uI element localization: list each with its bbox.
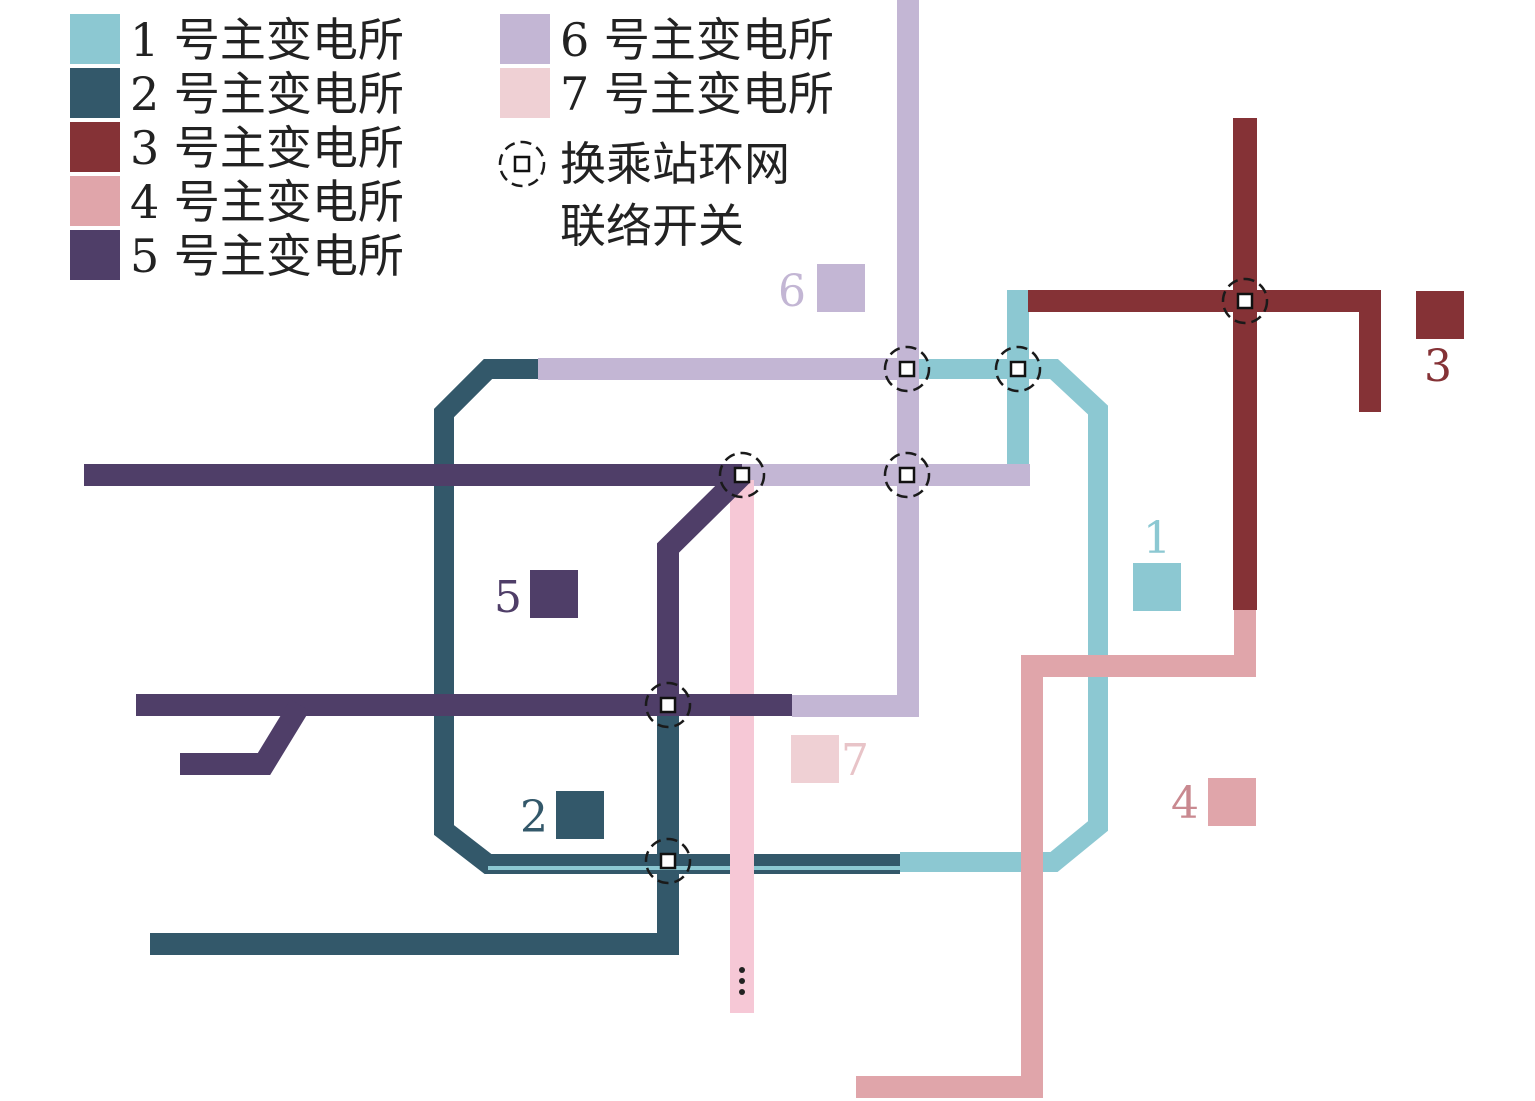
transfer-switch-icon [498,140,546,188]
legend-switch-label-line1: 换乘站环网 [560,137,790,191]
legend-swatch [70,14,120,64]
substation-2-marker [556,791,604,839]
line-6-vertical [792,0,919,717]
legend-label: 3 号主变电所 [130,121,404,175]
line-5-diagonal [657,467,750,705]
transfer-switch [994,345,1042,393]
legend-item-6: 6 号主变电所 [500,13,834,67]
legend-label: 6 号主变电所 [560,13,834,67]
line-4 [856,610,1256,1098]
substation-3-marker [1416,291,1464,339]
legend-label: 7 号主变电所 [560,67,834,121]
legend-swatch [70,176,120,226]
legend-item-switch: 换乘站环网 联络开关 [498,137,790,253]
transfer-switch [883,345,931,393]
legend-item-4: 4 号主变电所 [70,175,404,229]
line-2-branch [150,700,679,955]
transfer-switch [644,681,692,729]
vertical-ellipsis-icon [739,967,745,995]
legend-switch-label-line2: 联络开关 [560,199,744,253]
loop-line-light-segment [900,359,1108,872]
substation-3-label: 3 [1424,341,1452,392]
transfer-switch [1221,277,1269,325]
loop-line-dark-segment [434,359,900,874]
legend-item-5: 5 号主变电所 [70,229,404,283]
substation-2-label: 2 [520,792,548,843]
legend-item-3: 3 号主变电所 [70,121,404,175]
substation-7-label: 7 [841,735,869,786]
substation-1-label: 1 [1143,513,1171,564]
line-3-horizontal [1028,290,1381,412]
substation-4-label: 4 [1171,778,1199,829]
substation-5-label: 5 [494,572,522,623]
transfer-switches [644,277,1269,885]
substation-7-marker [791,735,839,783]
network-lines [84,0,1381,1098]
legend-swatch [500,68,550,118]
substation-6-marker [817,264,865,312]
legend-label: 2 号主变电所 [130,67,404,121]
legend-label: 4 号主变电所 [130,175,404,229]
substation-4-marker [1208,778,1256,826]
legend-item-1: 1 号主变电所 [70,13,404,67]
legend-swatch [70,230,120,280]
legend-swatch [70,68,120,118]
substation-5-marker [530,570,578,618]
transfer-switch [883,451,931,499]
transfer-switch [644,837,692,885]
legend: 1 号主变电所 2 号主变电所 3 号主变电所 4 号主变电所 5 号主变电所 … [70,13,834,283]
substation-1-marker [1133,563,1181,611]
line-5-branch [180,699,310,775]
legend-label: 1 号主变电所 [130,13,404,67]
legend-swatch [500,14,550,64]
legend-item-2: 2 号主变电所 [70,67,404,121]
legend-swatch [70,122,120,172]
transfer-switch [718,451,766,499]
legend-item-7: 7 号主变电所 [500,67,834,121]
substation-6-label: 6 [778,266,806,317]
legend-label: 5 号主变电所 [130,229,404,283]
substation-markers: 1 2 3 4 5 6 7 [494,264,1464,843]
